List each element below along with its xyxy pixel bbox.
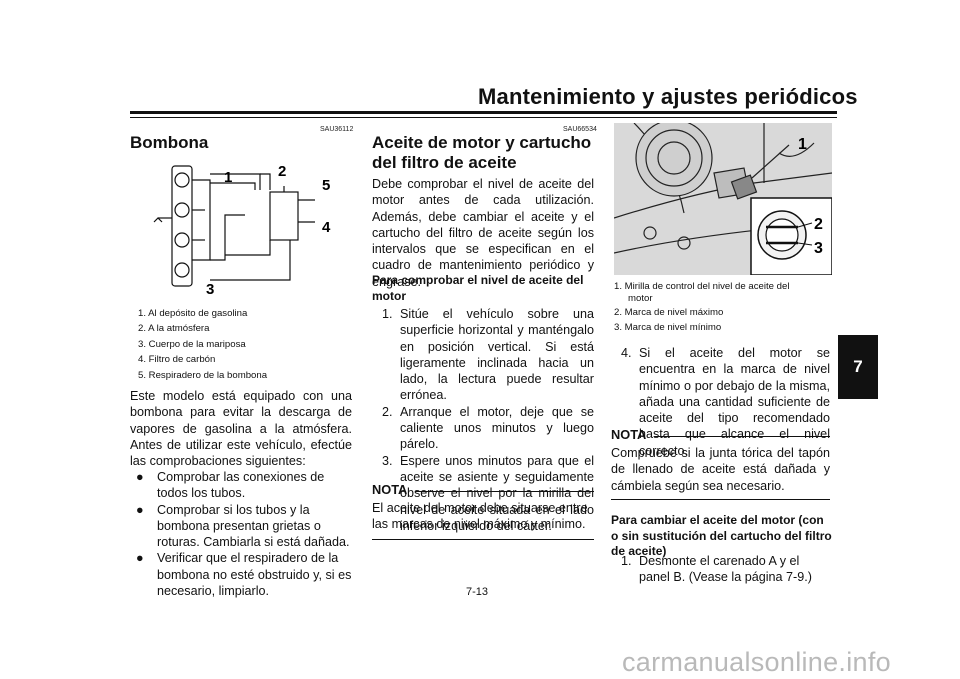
bombona-intro: Este modelo está equipado con una bombon… [130, 389, 352, 469]
section-code: SAU66534 [563, 126, 597, 133]
step-number: 4. [621, 346, 632, 360]
bullet-icon: ● [136, 551, 144, 566]
header-rule [130, 111, 837, 114]
photo-legend: 1. Mirilla de control del nivel de aceit… [614, 281, 832, 336]
legend-item: 2. A la atmósfera [138, 323, 210, 335]
change-oil-steps: 1. Desmonte el carenado A y el panel B. … [621, 553, 833, 586]
step-text: Arranque el motor, deje que se caliente … [400, 404, 594, 452]
section-title-aceite: Aceite de motor y cartucho del filtro de… [372, 133, 592, 172]
page-number: 7-13 [466, 586, 489, 598]
list-item: ● Comprobar las conexiones de todos los … [130, 469, 352, 502]
diagram-label-1: 1 [224, 169, 232, 186]
legend-item: 3. Marca de nivel mínimo [614, 322, 722, 334]
check-level-steps: 1. Sitúe el vehículo sobre una superfici… [382, 306, 594, 534]
legend-item: 1. Mirilla de control del nivel de aceit… [614, 281, 790, 292]
step-text: Desmonte el carenado A y el panel B. (Ve… [639, 554, 812, 585]
diagram-label-4: 4 [322, 219, 331, 236]
legend-item: 2. Marca de nivel máximo [614, 307, 724, 318]
photo-label-1: 1 [798, 136, 807, 153]
step-number: 1. [382, 307, 393, 321]
legend-item: 1. Al depósito de gasolina [138, 308, 248, 319]
nota-box: NOTA Compruebe si la junta tórica del ta… [611, 427, 830, 500]
nota-heading: NOTA [372, 482, 594, 497]
step-number: 1. [621, 554, 632, 568]
nota-rule [654, 436, 830, 437]
bullet-icon: ● [136, 502, 144, 517]
step-item: 1. Desmonte el carenado A y el panel B. … [621, 553, 833, 586]
oil-sight-glass-photo: 1 2 3 [614, 123, 832, 275]
nota-rule [415, 491, 594, 492]
header-rule-thin [130, 117, 837, 118]
diagram-legend: 1. Al depósito de gasolina 2. A la atmós… [138, 306, 353, 383]
step-item: 3. Espere unos minutos para que el aceit… [382, 453, 594, 534]
list-item: ● Comprobar si los tubos y la bombona pr… [130, 502, 352, 551]
nota-bottom-rule [611, 498, 830, 500]
subheading-change-oil: Para cambiar el aceite del motor (con o … [611, 513, 832, 558]
step-item: 2. Arranque el motor, deje que se calien… [382, 404, 594, 453]
photo-label-2: 2 [814, 216, 823, 233]
step-text: Si el aceite del motor se encuentra en l… [639, 346, 830, 458]
nota-text: El aceite del motor debe situarse entre … [372, 501, 588, 532]
canister-diagram: 1 2 5 4 3 [153, 163, 331, 295]
diagram-label-2: 2 [278, 163, 286, 180]
nota-text: Compruebe si la junta tórica del tapón d… [611, 446, 830, 493]
step-number: 3. [382, 453, 393, 468]
bullet-text: Verificar que el respiradero de la bombo… [157, 551, 352, 599]
bombona-checklist: ● Comprobar las conexiones de todos los … [130, 469, 352, 599]
legend-item: motor [628, 293, 653, 304]
legend-item: 5. Respiradero de la bombona [138, 369, 268, 381]
nota-heading: NOTA [611, 427, 830, 442]
step-4: 4. Si el aceite del motor se encuentra e… [621, 345, 830, 459]
photo-label-3: 3 [814, 240, 823, 257]
section-title-bombona: Bombona [130, 133, 209, 152]
bullet-text: Comprobar si los tubos y la bombona pres… [157, 502, 350, 550]
step-number: 2. [382, 404, 393, 419]
bullet-text: Comprobar las conexiones de todos los tu… [157, 470, 325, 501]
step-item: 4. Si el aceite del motor se encuentra e… [621, 345, 830, 459]
legend-item: 4. Filtro de carbón [138, 354, 216, 366]
legend-item: 3. Cuerpo de la mariposa [138, 338, 246, 350]
step-item: 1. Sitúe el vehículo sobre una superfici… [382, 306, 594, 404]
watermark: carmanualsonline.info [622, 647, 891, 677]
nota-label: NOTA [372, 482, 408, 497]
aceite-intro: Debe comprobar el nivel de aceite del mo… [372, 177, 594, 289]
bullet-icon: ● [136, 470, 144, 484]
nota-box: NOTA El aceite del motor debe situarse e… [372, 482, 594, 540]
nota-bottom-rule [372, 538, 594, 540]
subheading-check-level: Para comprobar el nivel de aceite del mo… [372, 273, 584, 303]
diagram-label-5: 5 [322, 177, 330, 194]
step-text: Espere unos minutos para que el aceite s… [400, 453, 594, 533]
page-header-title: Mantenimiento y ajustes periódicos [478, 84, 858, 109]
nota-label: NOTA [611, 427, 647, 442]
step-text: Sitúe el vehículo sobre una superficie h… [400, 307, 594, 403]
diagram-label-3: 3 [206, 281, 214, 295]
section-code: SAU36112 [320, 126, 354, 133]
chapter-tab: 7 [838, 335, 878, 399]
list-item: ● Verificar que el respiradero de la bom… [130, 550, 352, 599]
